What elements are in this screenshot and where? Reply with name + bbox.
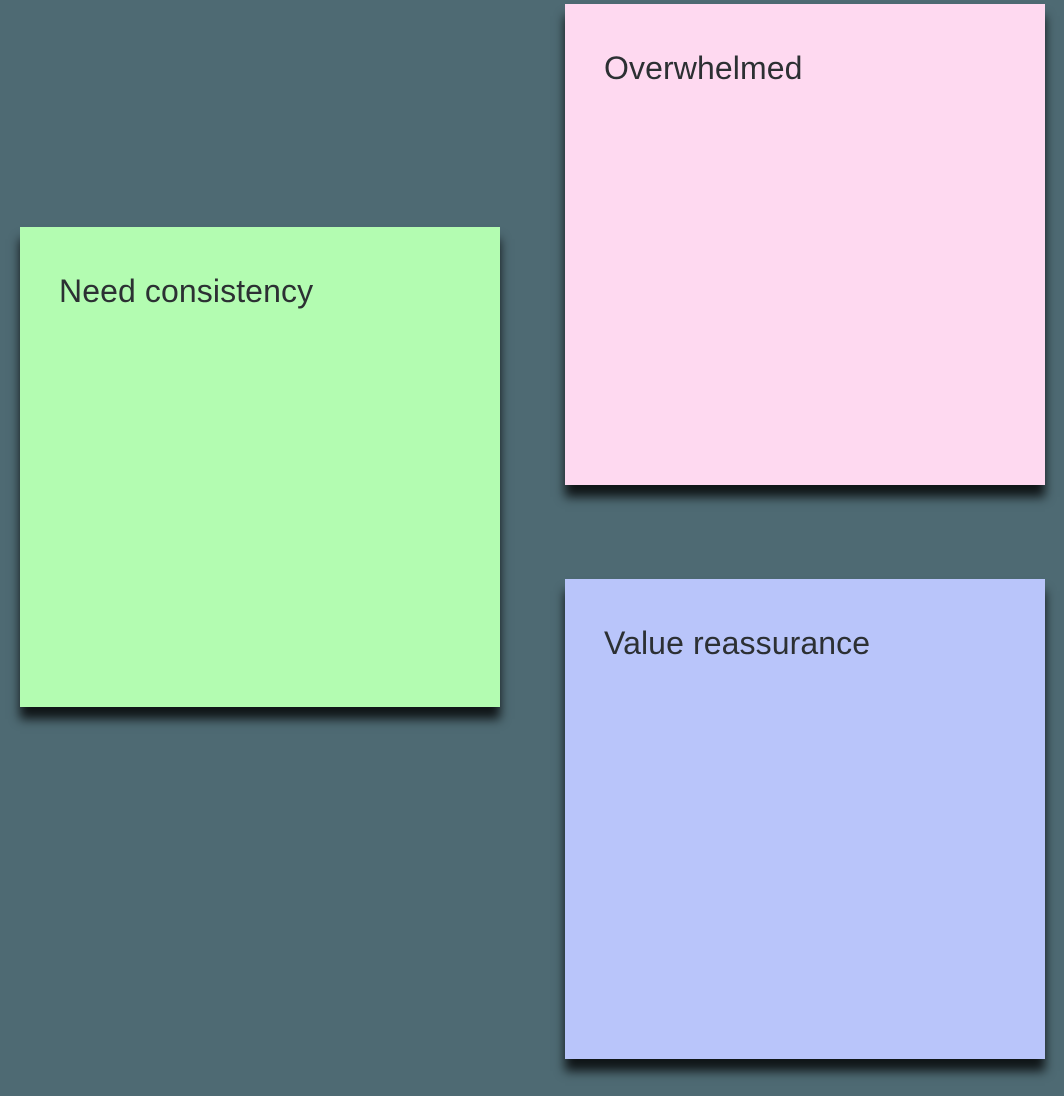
sticky-note-overwhelmed[interactable]: Overwhelmed — [565, 4, 1045, 485]
sticky-note-text: Need consistency — [59, 273, 314, 309]
sticky-note-text: Overwhelmed — [604, 50, 803, 86]
sticky-note-need-consistency[interactable]: Need consistency — [20, 227, 500, 707]
sticky-note-value-reassurance[interactable]: Value reassurance — [565, 579, 1045, 1059]
sticky-note-text: Value reassurance — [604, 625, 871, 661]
